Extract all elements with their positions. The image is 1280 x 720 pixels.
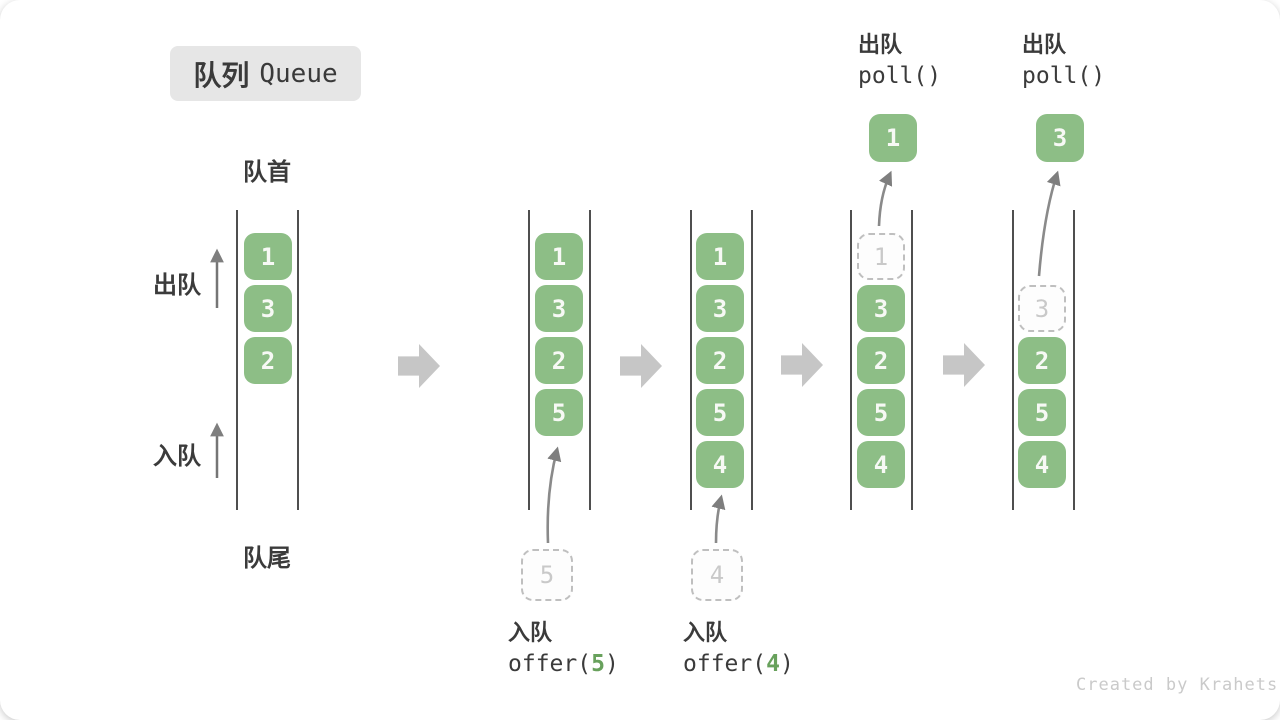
step-arrow-icon	[398, 344, 440, 388]
step-arrow-icon	[943, 343, 985, 387]
offer4-insert-arrow-icon	[711, 494, 726, 544]
queue-rear-label: 队尾	[243, 545, 291, 572]
queue3-right-wall	[751, 210, 753, 510]
queue2-cell: 3	[535, 285, 583, 332]
title-english: Queue	[259, 58, 338, 89]
poll1-operation-label: 出队 poll()	[858, 30, 941, 92]
queue4-cell: 3	[857, 285, 905, 332]
queue3-cell: 3	[696, 285, 744, 332]
queue4-right-wall	[911, 210, 913, 510]
queue5-left-wall	[1012, 210, 1014, 510]
queue5-cell: 5	[1018, 389, 1066, 436]
queue2-cell: 2	[535, 337, 583, 384]
poll1-remove-arrow-icon	[877, 170, 893, 227]
offer5-arg: 5	[591, 651, 605, 677]
queue3-left-wall	[690, 210, 692, 510]
offer4-operation-label: 入队 offer(4)	[683, 618, 794, 680]
watermark: Created by Krahets	[1076, 675, 1279, 695]
offer5-close: )	[604, 651, 619, 677]
queue2-cell: 5	[535, 389, 583, 436]
queue1-right-wall	[297, 210, 299, 510]
offer5-operation-label: 入队 offer(5)	[508, 618, 619, 680]
poll3-code: poll()	[1022, 63, 1106, 89]
queue3-incoming-ghost-cell: 4	[691, 549, 743, 601]
step-arrow-icon	[620, 344, 662, 388]
queue1-left-wall	[236, 210, 238, 510]
dequeue-side-label: 出队	[153, 272, 201, 299]
queue-front-label: 队首	[243, 159, 291, 186]
queue5-removed-ghost-cell: 3	[1018, 285, 1066, 332]
offer4-zh: 入队	[683, 620, 728, 645]
poll1-code: poll()	[858, 63, 942, 89]
queue1-cell: 1	[244, 233, 292, 280]
queue3-cell: 5	[696, 389, 744, 436]
queue1-cell: 2	[244, 337, 292, 384]
queue2-cell: 1	[535, 233, 583, 280]
queue1-cell: 3	[244, 285, 292, 332]
title-chinese: 队列	[193, 59, 250, 91]
queue5-right-wall	[1073, 210, 1075, 510]
queue4-popped-cell: 1	[869, 114, 917, 162]
queue4-removed-ghost-cell: 1	[857, 233, 905, 280]
queue5-popped-cell: 3	[1036, 114, 1084, 162]
offer4-close: )	[779, 651, 794, 677]
poll3-remove-arrow-icon	[1037, 170, 1061, 277]
queue5-cell: 2	[1018, 337, 1066, 384]
offer5-fn: offer(	[508, 651, 592, 677]
poll3-operation-label: 出队 poll()	[1022, 30, 1105, 92]
enqueue-side-label: 入队	[153, 443, 201, 470]
offer5-code: offer(5)	[508, 648, 619, 680]
poll3-zh: 出队	[1022, 32, 1067, 57]
offer5-zh: 入队	[508, 620, 553, 645]
offer4-arg: 4	[766, 651, 780, 677]
queue5-cell: 4	[1018, 441, 1066, 488]
queue2-left-wall	[528, 210, 530, 510]
queue3-cell: 2	[696, 337, 744, 384]
queue4-cell: 4	[857, 441, 905, 488]
queue4-cell: 2	[857, 337, 905, 384]
title-box: 队列 Queue	[170, 46, 361, 101]
queue3-cell: 4	[696, 441, 744, 488]
offer4-code: offer(4)	[683, 648, 794, 680]
poll1-zh: 出队	[858, 32, 903, 57]
queue4-left-wall	[850, 210, 852, 510]
queue4-cell: 5	[857, 389, 905, 436]
queue2-right-wall	[589, 210, 591, 510]
queue2-incoming-ghost-cell: 5	[521, 549, 573, 601]
offer5-insert-arrow-icon	[546, 446, 562, 544]
offer4-fn: offer(	[683, 651, 767, 677]
queue3-cell: 1	[696, 233, 744, 280]
step-arrow-icon	[781, 343, 823, 387]
